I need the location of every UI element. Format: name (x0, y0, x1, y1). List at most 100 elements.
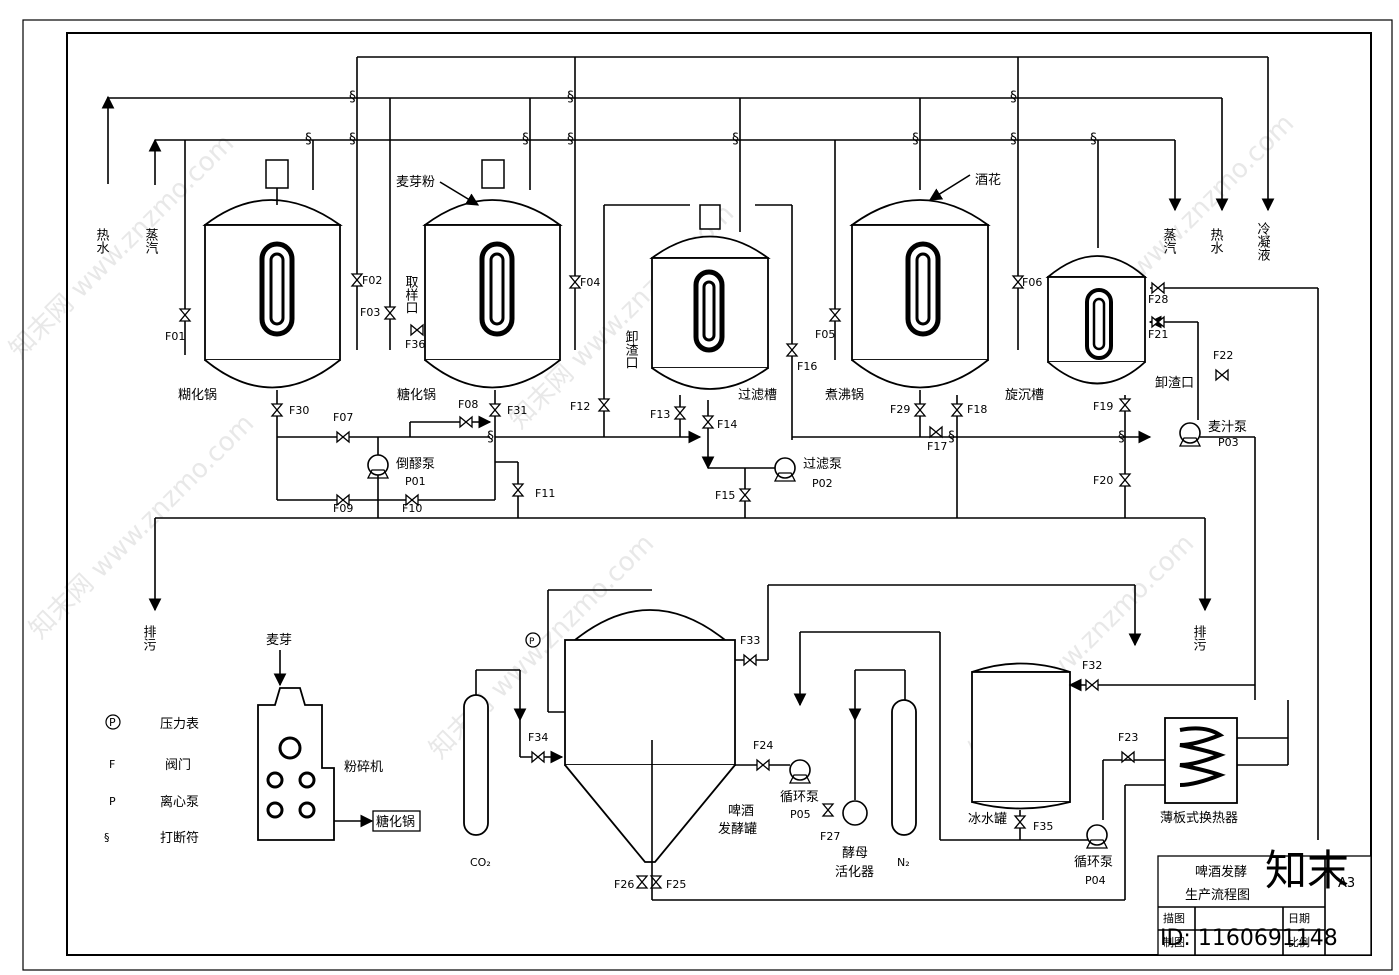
valve-f11-symbol[interactable] (511, 483, 525, 497)
label-ice-tank: 冰水罐 (968, 812, 1007, 827)
valve-f35-symbol[interactable] (1013, 815, 1027, 829)
label-heat-exchanger: 薄板式换热器 (1160, 811, 1238, 826)
label-discharge-lauter: 卸渣口 (623, 329, 639, 369)
label-mill-output: 糖化锅 (376, 814, 415, 830)
utility-condensate: 冷凝液 (1255, 222, 1271, 261)
valve-f11-label: F11 (535, 487, 555, 500)
svg-text:§: § (912, 131, 919, 147)
valve-f36-label: F36 (405, 338, 425, 351)
valve-f27-symbol[interactable] (821, 803, 835, 817)
valve-f25-label: F25 (666, 878, 686, 891)
valve-f17-symbol[interactable] (929, 425, 943, 439)
drain-right: 排污 (1191, 625, 1207, 651)
svg-text:§: § (522, 131, 529, 147)
valve-f03-label: F03 (360, 306, 380, 319)
valve-f20-symbol[interactable] (1118, 473, 1132, 487)
valve-f03-symbol[interactable] (383, 306, 397, 320)
label-fermenter-2: 发酵罐 (718, 821, 757, 837)
pump-P03-name: 麦汁泵 (1208, 420, 1247, 435)
valve-f34-symbol[interactable] (531, 750, 545, 764)
scale-label: 比例 (1288, 935, 1310, 949)
valve-f25-symbol[interactable] (649, 875, 663, 889)
label-boil-kettle: 煮沸锅 (825, 387, 864, 403)
svg-text:§: § (104, 831, 110, 844)
co2-cylinder (463, 669, 564, 836)
mill (257, 650, 421, 841)
valve-f01-symbol[interactable] (178, 308, 192, 322)
label-discharge-whirlpool: 卸渣口 (1155, 375, 1194, 391)
valve-f10-symbol[interactable] (405, 493, 419, 507)
valve-f05-symbol[interactable] (828, 308, 842, 322)
pump-P05-name: 循环泵 (780, 790, 819, 805)
label-fermenter-1: 啤酒 (728, 804, 754, 819)
whirlpool-vessel (1045, 255, 1148, 518)
valve-f13-label: F13 (650, 408, 670, 421)
valve-f26-symbol[interactable] (635, 875, 649, 889)
valve-f30-symbol[interactable] (270, 403, 284, 417)
pump-P03-symbol[interactable] (1178, 422, 1202, 447)
valve-f32-label: F32 (1082, 659, 1102, 672)
valve-f29-symbol[interactable] (913, 403, 927, 417)
valve-f14-symbol[interactable] (701, 415, 715, 429)
valve-f21-label: F21 (1148, 328, 1168, 341)
svg-text:§: § (567, 131, 574, 147)
valve-f07-symbol[interactable] (336, 430, 350, 444)
valve-f19-symbol[interactable] (1118, 398, 1132, 412)
valve-f08-symbol[interactable] (459, 415, 473, 429)
valve-f28-label: F28 (1148, 293, 1168, 306)
valve-f18-label: F18 (967, 403, 987, 416)
valve-f28-symbol[interactable] (1151, 281, 1165, 295)
valve-f29-label: F29 (890, 403, 910, 416)
valve-f01-label: F01 (165, 330, 185, 343)
valve-f22-label: F22 (1213, 349, 1233, 362)
valve-f32-symbol[interactable] (1085, 678, 1099, 692)
valve-f18-symbol[interactable] (950, 403, 964, 417)
valve-f04-symbol[interactable] (568, 275, 582, 289)
boil-kettle-vessel (849, 174, 991, 518)
svg-text:§: § (567, 89, 574, 105)
svg-text:§: § (1010, 89, 1017, 105)
paper-size: A3 (1338, 876, 1355, 891)
valve-f36-symbol[interactable] (410, 323, 424, 337)
watermark-id: ID: 1160691148 (1160, 926, 1338, 951)
drain-left: 排污 (141, 625, 157, 651)
outer-frame (22, 19, 1393, 971)
utility-steam-left: 蒸汽 (143, 228, 159, 254)
valve-f16-symbol[interactable] (785, 343, 799, 357)
valve-f31-symbol[interactable] (488, 403, 502, 417)
valve-f17-label: F17 (927, 440, 947, 453)
valve-f15-symbol[interactable] (738, 488, 752, 502)
valve-f20-label: F20 (1093, 474, 1113, 487)
label-malt-flour: 麦芽粉 (396, 175, 435, 190)
date-label: 日期 (1288, 912, 1310, 925)
title-line-1: 啤酒发酵 (1195, 864, 1247, 880)
valve-f24-symbol[interactable] (756, 758, 770, 772)
pump-P02-symbol[interactable] (773, 457, 797, 482)
pump-P05-symbol[interactable] (788, 631, 941, 840)
valve-f12-symbol[interactable] (597, 398, 611, 412)
valve-f07-label: F07 (333, 411, 353, 424)
valve-f09-symbol[interactable] (336, 493, 350, 507)
drawn-label: 描图 (1163, 911, 1185, 925)
label-mill: 粉碎机 (344, 760, 383, 775)
valve-f33-label: F33 (740, 634, 760, 647)
valve-f22-symbol[interactable] (1215, 368, 1229, 382)
label-sample-port: 取样口 (403, 275, 419, 314)
pump-P01-symbol[interactable] (366, 454, 390, 479)
valve-f33-symbol[interactable] (743, 653, 757, 667)
valve-f13-symbol[interactable] (673, 406, 687, 420)
valve-f23-symbol[interactable] (1121, 750, 1135, 764)
valve-f15-label: F15 (715, 489, 735, 502)
valve-f31-label: F31 (507, 404, 527, 417)
svg-text:§: § (487, 429, 494, 445)
pump-P02-code: P02 (812, 477, 833, 490)
pump-P04-symbol[interactable] (1085, 759, 1165, 900)
valve-f21-symbol[interactable] (1151, 315, 1165, 329)
valve-f02-symbol[interactable] (350, 273, 364, 287)
valve-f06-symbol[interactable] (1011, 275, 1025, 289)
utility-hot-water-right: 热水 (1208, 228, 1224, 254)
pump-P03-code: P03 (1218, 436, 1239, 449)
valve-f24-label: F24 (753, 739, 773, 752)
legend: P 压力表 F 阀门 P 离心泵 § 打断符 (104, 714, 199, 846)
